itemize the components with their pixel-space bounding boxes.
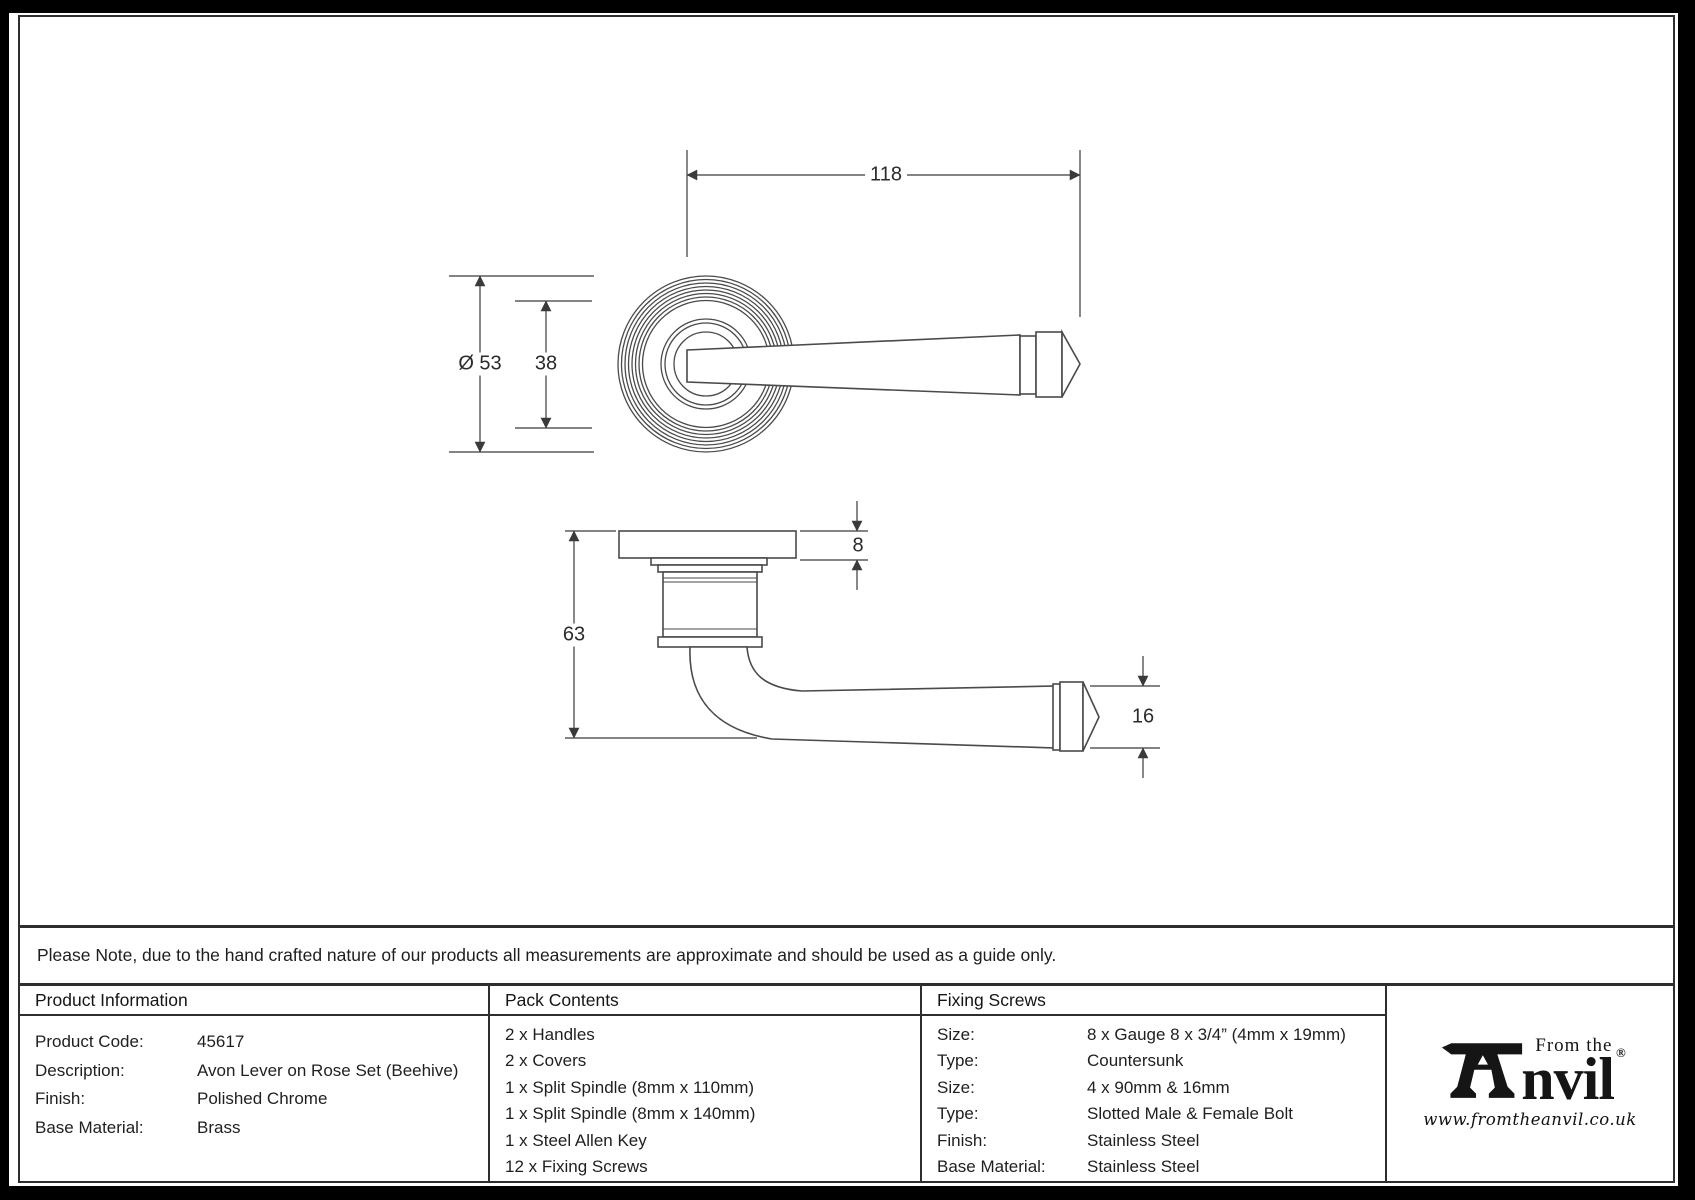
table-row: Base Material: Stainless Steel	[922, 1154, 1385, 1180]
front-view-drawing	[617, 275, 1081, 453]
row-value: 4 x 90mm & 16mm	[1087, 1077, 1230, 1097]
table-row: Size: 4 x 90mm & 16mm	[922, 1075, 1385, 1101]
list-item: 2 x Handles	[505, 1025, 595, 1044]
row-label: Base Material:	[35, 1117, 144, 1137]
product-information-column: Product Information Product Code: 45617 …	[20, 986, 488, 1181]
lever-technical-drawing	[449, 150, 1160, 778]
row-value: Stainless Steel	[1087, 1130, 1200, 1150]
row-value: Countersunk	[1087, 1051, 1184, 1071]
row-label: Finish:	[937, 1130, 988, 1150]
brand-website: www.fromtheanvil.co.uk	[1423, 1109, 1637, 1129]
fixing-screws-header: Fixing Screws	[922, 986, 1385, 1016]
product-information-header: Product Information	[20, 986, 488, 1016]
list-item: 2 x Covers	[505, 1051, 587, 1071]
table-row: Type: Countersunk	[922, 1048, 1385, 1074]
brand-logo-cell: nvil® From the www.fromtheanvil.co.uk	[1385, 986, 1673, 1181]
technical-drawing-area: 118 Ø 53 38 63 8 16	[20, 17, 1673, 925]
row-value: Stainless Steel	[1087, 1157, 1200, 1177]
list-item: 1 x Steel Allen Key	[505, 1130, 647, 1150]
dim-lever-length: 118	[865, 163, 907, 187]
dim-projection: 63	[557, 623, 591, 647]
row-value: 8 x Gauge 8 x 3/4” (4mm x 19mm)	[1087, 1025, 1346, 1044]
row-value: Avon Lever on Rose Set (Beehive)	[197, 1060, 459, 1080]
pack-contents-header: Pack Contents	[490, 986, 920, 1016]
row-label: Base Material:	[937, 1157, 1046, 1177]
registered-trademark: ®	[1616, 1044, 1626, 1060]
anvil-icon	[1442, 1042, 1523, 1098]
row-label: Description:	[35, 1060, 125, 1080]
page-frame: 118 Ø 53 38 63 8 16 Please Note, due to …	[18, 15, 1675, 1183]
dim-rose-diameter: Ø 53	[453, 352, 507, 376]
pack-contents-column: Pack Contents 2 x Handles 2 x Covers 1 x…	[488, 986, 920, 1181]
row-label: Type:	[937, 1104, 979, 1124]
brand-name-text: nvil®	[1521, 1044, 1625, 1112]
table-row: Finish: Polished Chrome	[20, 1085, 488, 1114]
specification-table: Product Information Product Code: 45617 …	[20, 983, 1673, 1181]
dim-rose-thickness: 8	[849, 534, 867, 558]
measurement-disclaimer-note: Please Note, due to the hand crafted nat…	[20, 925, 1673, 983]
table-row: Type: Slotted Male & Female Bolt	[922, 1101, 1385, 1127]
dim-lever-end-thickness: 16	[1128, 705, 1158, 729]
fixing-screws-column: Fixing Screws Size: 8 x Gauge 8 x 3/4” (…	[920, 986, 1385, 1181]
list-item: 1 x Split Spindle (8mm x 140mm)	[505, 1104, 756, 1124]
row-label: Product Code:	[35, 1032, 144, 1051]
row-label: Size:	[937, 1077, 975, 1097]
dim-rose-inner-diameter: 38	[529, 352, 563, 376]
row-value: 45617	[197, 1032, 245, 1051]
table-row: Finish: Stainless Steel	[922, 1128, 1385, 1154]
table-row: Description: Avon Lever on Rose Set (Bee…	[20, 1057, 488, 1086]
row-label: Finish:	[35, 1089, 86, 1108]
list-item: 1 x Split Spindle (8mm x 110mm)	[505, 1077, 755, 1097]
row-label: Type:	[937, 1051, 979, 1071]
brand-prefix-text: From the	[1535, 1034, 1613, 1056]
row-value: Polished Chrome	[197, 1089, 328, 1108]
table-row: Product Code: 45617	[20, 1028, 488, 1057]
row-label: Size:	[937, 1025, 975, 1044]
list-item: 12 x Fixing Screws	[505, 1157, 648, 1177]
table-row: Size: 8 x Gauge 8 x 3/4” (4mm x 19mm)	[922, 1022, 1385, 1048]
table-row: Base Material: Brass	[20, 1114, 488, 1143]
row-value: Slotted Male & Female Bolt	[1087, 1104, 1293, 1124]
from-the-anvil-logo: nvil® From the www.fromtheanvil.co.uk	[1387, 986, 1673, 1181]
side-view-drawing	[618, 530, 1100, 752]
row-value: Brass	[197, 1117, 241, 1137]
paper-sheet: 118 Ø 53 38 63 8 16 Please Note, due to …	[9, 13, 1678, 1186]
